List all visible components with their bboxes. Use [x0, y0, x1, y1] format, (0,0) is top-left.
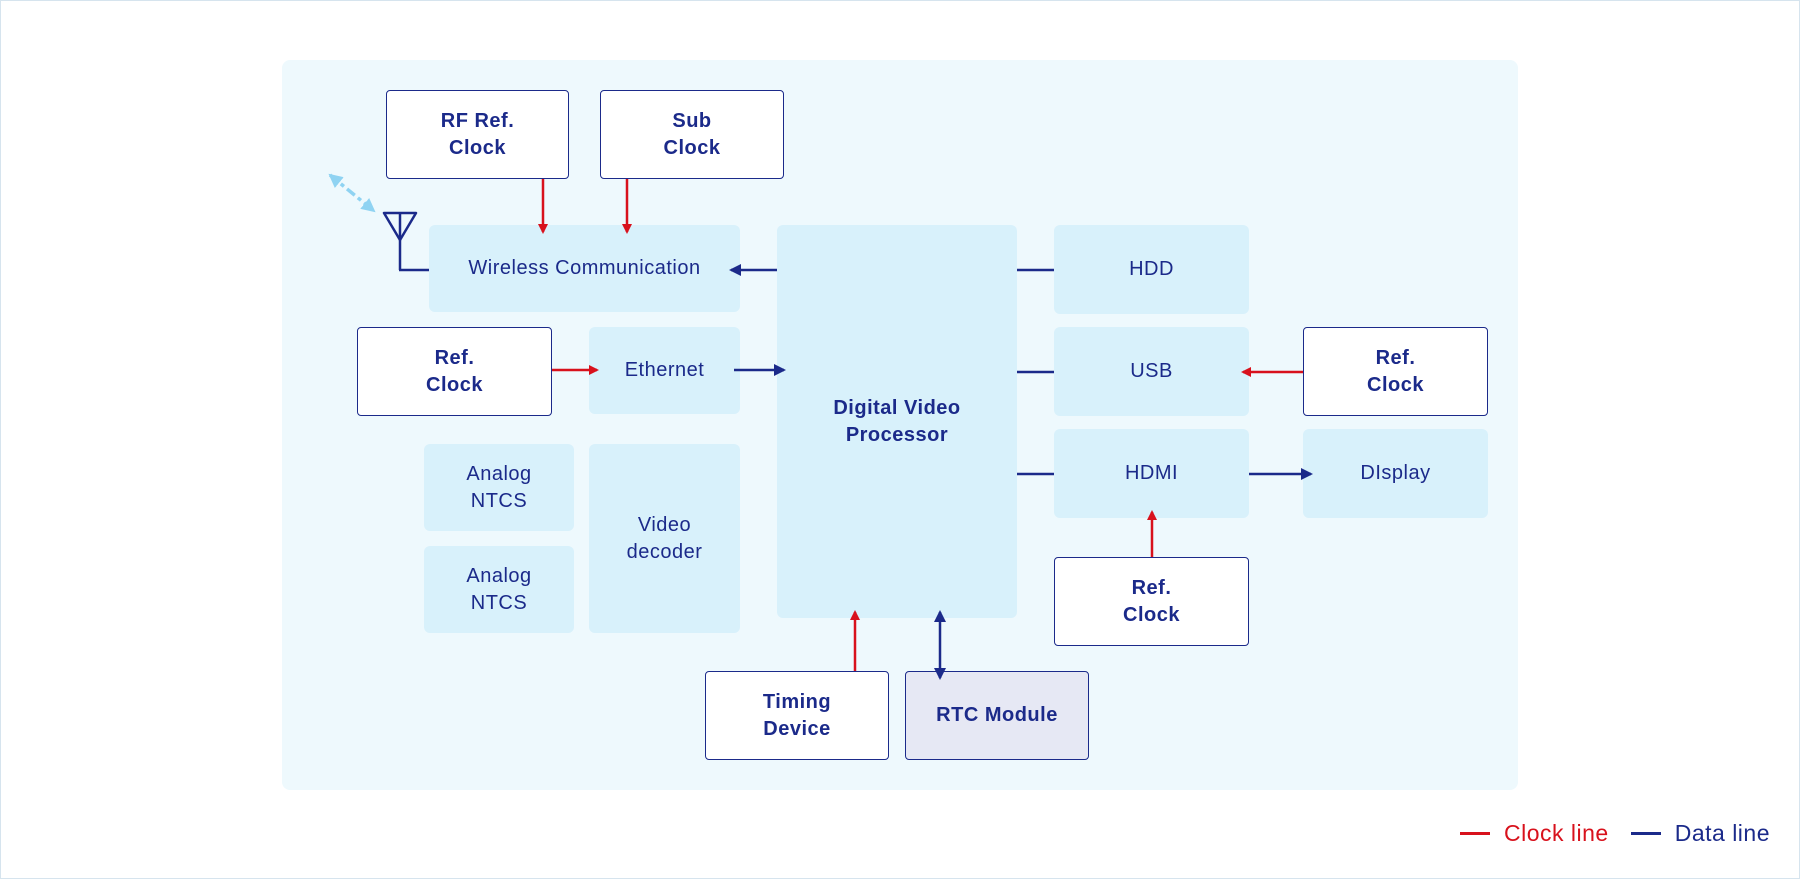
usb-block: USB	[1054, 327, 1249, 416]
ref-clock-right-block: Ref. Clock	[1303, 327, 1488, 416]
timing-device-block: Timing Device	[705, 671, 889, 760]
ethernet-block: Ethernet	[589, 327, 740, 414]
legend-data-line: Data line	[1630, 820, 1770, 847]
legend: Clock line Data line	[1460, 820, 1770, 847]
rf-ref-clock-block: RF Ref. Clock	[386, 90, 569, 179]
legend-data-label: Data line	[1674, 820, 1770, 846]
analog-ntcs-block-2: Analog NTCS	[424, 546, 574, 633]
wireless-communication-block: Wireless Communication	[429, 225, 740, 312]
ref-clock-bottom-block: Ref. Clock	[1054, 557, 1249, 646]
double-arrow-signal-icon	[328, 173, 376, 213]
ref-clock-left-block: Ref. Clock	[357, 327, 552, 416]
hdd-block: HDD	[1054, 225, 1249, 314]
display-block: DIsplay	[1303, 429, 1488, 518]
hdmi-block: HDMI	[1054, 429, 1249, 518]
antenna-icon	[382, 211, 429, 272]
sub-clock-block: Sub Clock	[600, 90, 784, 179]
legend-clock-label: Clock line	[1504, 820, 1609, 846]
digital-video-processor-block: Digital Video Processor	[777, 225, 1017, 618]
legend-data-swatch	[1630, 832, 1661, 835]
legend-clock-line: Clock line	[1460, 820, 1609, 847]
analog-ntcs-block-1: Analog NTCS	[424, 444, 574, 531]
video-decoder-block: Video decoder	[589, 444, 740, 633]
rtc-module-block: RTC Module	[905, 671, 1089, 760]
legend-clock-swatch	[1460, 832, 1490, 835]
